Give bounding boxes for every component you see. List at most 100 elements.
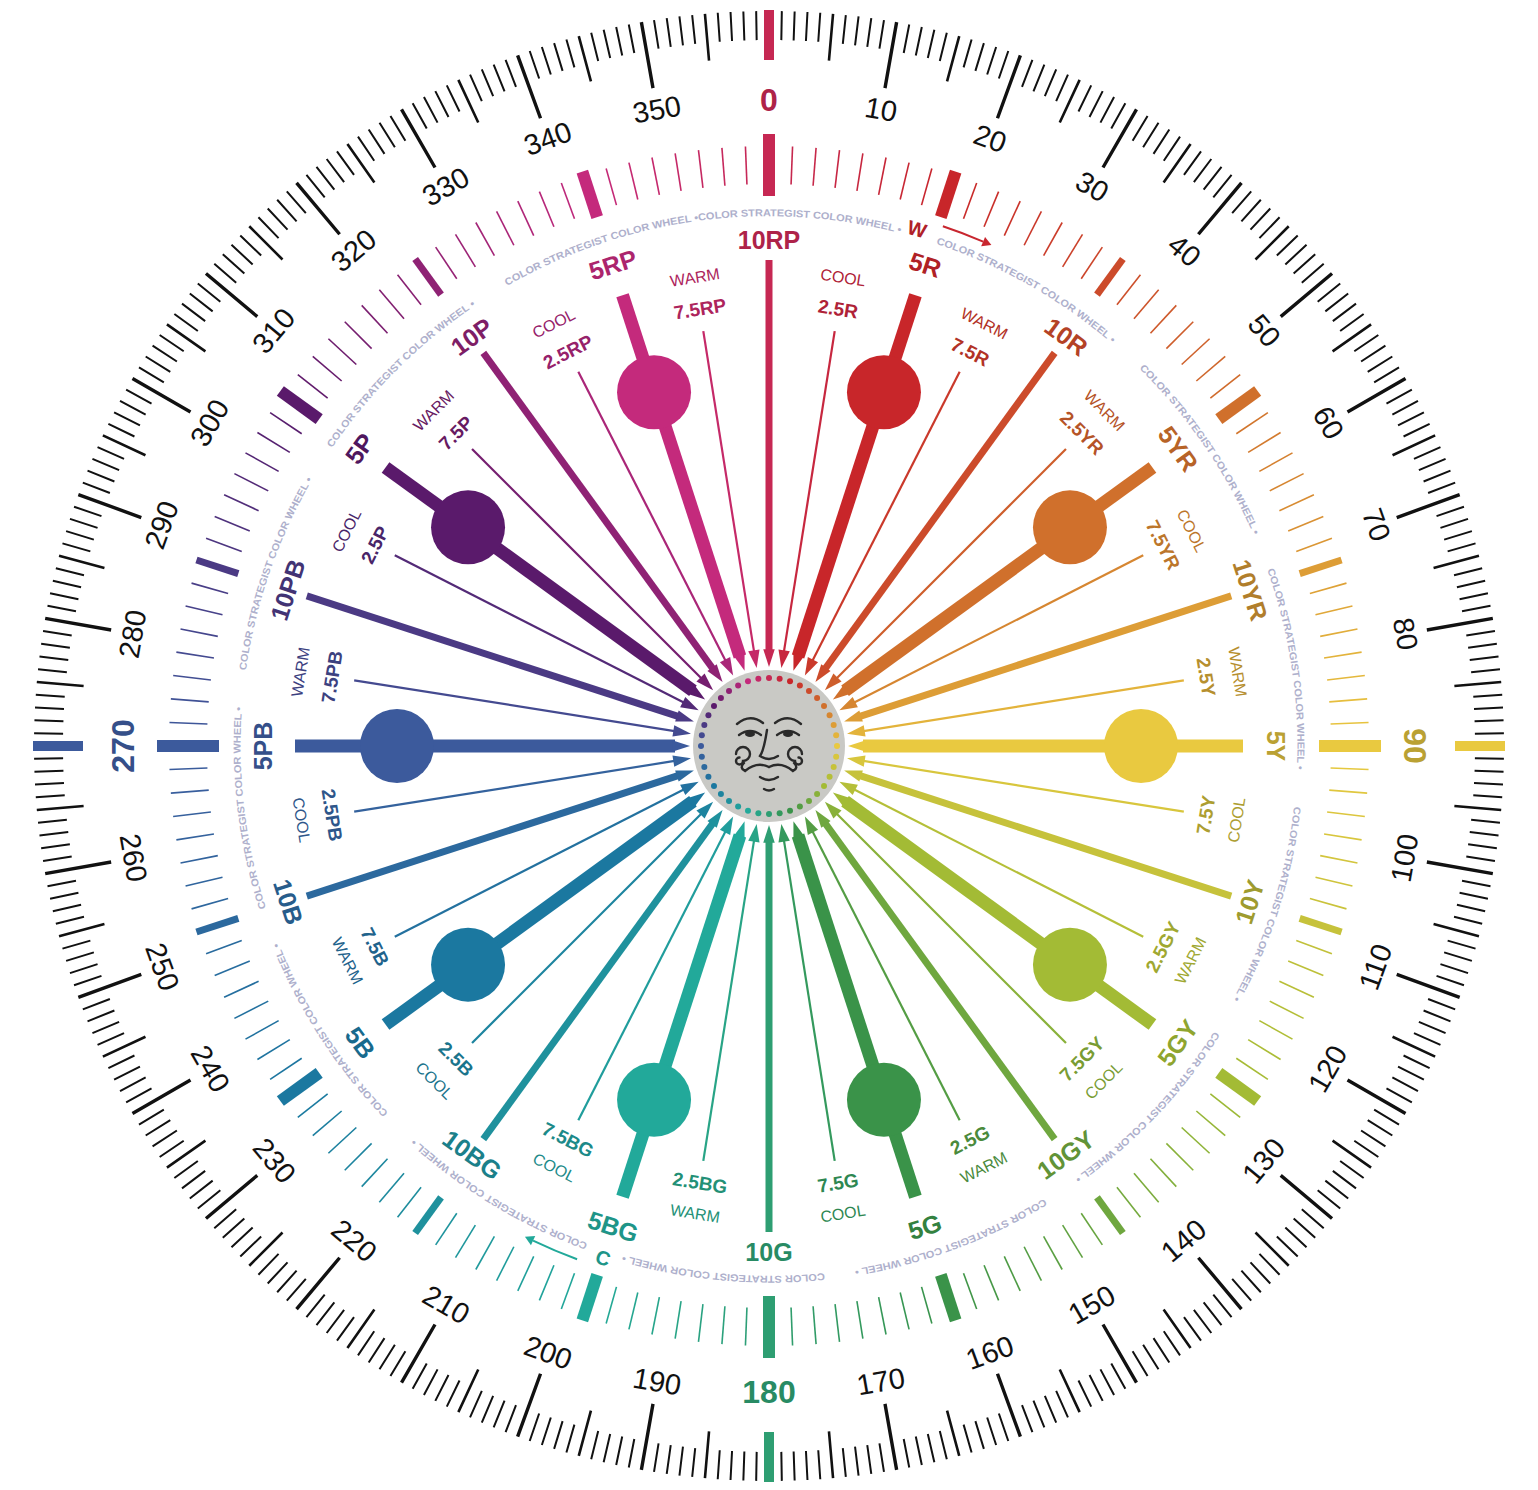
hue-tick: [176, 834, 214, 840]
hue-spoke: [386, 801, 693, 1024]
face-line: [775, 718, 801, 724]
arrowhead: [833, 684, 851, 699]
hue-tick: [518, 1256, 534, 1291]
hue-tick: [1300, 560, 1342, 574]
hue-tick: [518, 201, 534, 236]
sun-dot: [787, 808, 793, 814]
hue-spoke: [798, 835, 915, 1196]
hue-dot: [847, 1063, 921, 1137]
hue-tick: [1315, 877, 1352, 886]
temperature-label: WARM: [958, 305, 1010, 342]
hue-tick: [171, 699, 209, 702]
degree-number: 100: [1387, 832, 1424, 885]
arrowhead: [696, 802, 713, 819]
hue-label: 7.5PB: [319, 649, 346, 704]
hue-tick: [1259, 1021, 1292, 1040]
hue-tick: [328, 1127, 356, 1153]
sun-dot: [718, 791, 724, 797]
hue-tick: [1117, 1187, 1141, 1217]
ring-text: COLOR STRATEGIST COLOR WHEEL •: [270, 942, 390, 1119]
hue-tick: [1331, 722, 1369, 724]
hue-tick: [1324, 834, 1362, 840]
hue-tick: [497, 1247, 514, 1281]
hue-label: 7.5YR: [1142, 517, 1183, 573]
hue-spoke: [863, 740, 1243, 753]
face-line: [742, 763, 769, 771]
face-line: [788, 747, 802, 765]
hue-tick: [1219, 391, 1258, 419]
hue-label: 7.5BG: [540, 1119, 598, 1161]
hue-tick: [1004, 1256, 1020, 1291]
hue-spoke: [766, 260, 773, 652]
hue-tick: [698, 150, 702, 188]
hue-tick: [813, 148, 816, 186]
sun-dot: [787, 678, 793, 684]
hue-spoke: [835, 449, 1066, 680]
hue-tick: [629, 1292, 638, 1329]
degree-number: 160: [962, 1331, 1017, 1375]
hue-label: 5RP: [586, 245, 640, 284]
hue-tick: [436, 1213, 457, 1245]
hue-tick: [298, 1094, 328, 1118]
hue-tick: [629, 163, 638, 200]
degree-number: 190: [630, 1364, 683, 1401]
hue-tick: [763, 1296, 775, 1358]
arrowhead: [839, 697, 858, 710]
hue-tick: [234, 474, 268, 491]
sun-dot: [833, 732, 839, 738]
sun-dot: [777, 676, 783, 682]
hue-tick: [763, 134, 775, 196]
hue-tick: [1044, 1236, 1063, 1269]
hue-label: 7.5G: [816, 1170, 860, 1195]
arrowhead: [672, 725, 691, 736]
hue-spoke: [472, 812, 703, 1043]
arrowhead: [793, 652, 804, 671]
sun-dot: [806, 798, 812, 804]
hue-tick: [1166, 1143, 1193, 1170]
hue-tick: [298, 375, 328, 399]
arrowhead: [707, 810, 722, 828]
degree-number: 350: [630, 91, 683, 128]
hue-label: 10Y: [1231, 877, 1269, 927]
direction-letter: W: [905, 217, 929, 241]
hue-spoke: [623, 835, 740, 1196]
hue-tick: [1315, 606, 1352, 615]
degree-number: 260: [114, 832, 151, 885]
hue-tick: [1134, 290, 1159, 319]
quadrant-bar: [33, 741, 83, 751]
hue-label: 7.5Y: [1193, 794, 1218, 836]
hue-tick: [1270, 474, 1304, 491]
hue-tick: [1210, 1094, 1240, 1118]
sun-dot: [827, 712, 833, 718]
hue-label: 5P: [341, 429, 379, 468]
hue-tick: [1331, 768, 1369, 770]
hue-tick: [497, 211, 514, 245]
temperature-label: WARM: [1225, 646, 1249, 698]
hue-tick: [181, 856, 218, 863]
hue-tick: [215, 516, 250, 531]
hue-label: 7.5P: [436, 413, 477, 454]
degree-number: 180: [742, 1376, 795, 1408]
hue-spoke: [853, 555, 1143, 703]
hue-spoke: [858, 775, 1231, 896]
sun-dot: [831, 764, 837, 770]
hue-tick: [206, 538, 242, 551]
hue-label: 10RP: [738, 228, 801, 253]
hue-label: 10GY: [1033, 1126, 1099, 1184]
hue-tick: [1117, 275, 1141, 305]
hue-label: 5YR: [1154, 422, 1203, 476]
degree-number: 170: [855, 1364, 908, 1401]
hue-tick: [1320, 629, 1357, 636]
degree-number: 200: [520, 1331, 575, 1375]
hue-label: 2.5G: [947, 1122, 992, 1158]
arrowhead: [675, 711, 694, 722]
degree-number: 50: [1242, 309, 1285, 352]
hue-label: 5GY: [1154, 1016, 1204, 1071]
hue-spoke: [766, 840, 773, 1232]
arrowhead: [707, 664, 722, 682]
hue-tick: [476, 223, 495, 256]
hue-label: 2.5BG: [671, 1169, 728, 1196]
sun-dot: [735, 682, 741, 688]
degree-number: 40: [1163, 230, 1206, 273]
degree-number: 110: [1354, 940, 1397, 993]
